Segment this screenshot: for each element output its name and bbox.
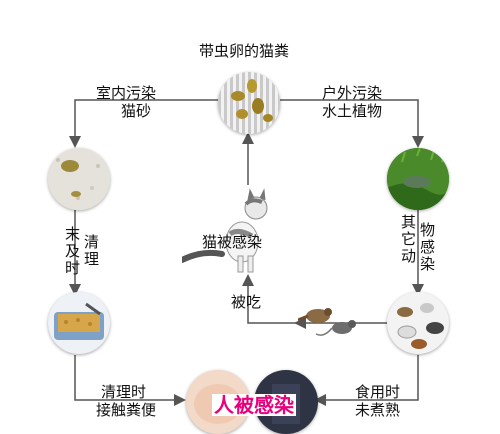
eaten-label: 被吃 xyxy=(231,293,262,311)
arrow-eaten-to-cat xyxy=(242,274,298,324)
arrow-litterbox-to-human xyxy=(74,355,186,406)
outdoor-line2: 水土植物 xyxy=(322,102,383,120)
eating-line2: 未煮熟 xyxy=(355,401,401,419)
human-infected-label: 人被感染 xyxy=(212,393,296,417)
arrow-to-indoor xyxy=(69,99,218,148)
cleaning-line2: 接触粪便 xyxy=(96,401,157,419)
eating-line1: 食用时 xyxy=(355,383,401,401)
arrow-to-outdoor xyxy=(280,99,424,148)
bird-and-mouse-image xyxy=(297,302,362,342)
not-cleaned-col2: 清理 xyxy=(83,233,99,268)
cat-litter-image xyxy=(48,148,110,210)
litter-box-image xyxy=(48,292,110,354)
arrow-animals-to-human xyxy=(314,355,419,406)
not-cleaned-col1: 末及时 xyxy=(64,225,80,277)
other-animals-image xyxy=(387,292,449,354)
other-animals-col1: 其它动 xyxy=(400,213,416,265)
cat-feces-image xyxy=(218,72,280,134)
cleaning-line1: 清理时 xyxy=(101,383,147,401)
cat-infected-label: 猫被感染 xyxy=(202,233,263,251)
indoor-line2: 猫砂 xyxy=(121,102,152,120)
outdoor-grass-image xyxy=(387,148,449,210)
other-animals-col2: 物感染 xyxy=(419,221,435,273)
outdoor-line1: 户外污染 xyxy=(322,84,383,102)
cat-image xyxy=(179,188,272,274)
indoor-line1: 室内污染 xyxy=(96,84,157,102)
diagram-title: 带虫卵的猫粪 xyxy=(199,42,290,60)
